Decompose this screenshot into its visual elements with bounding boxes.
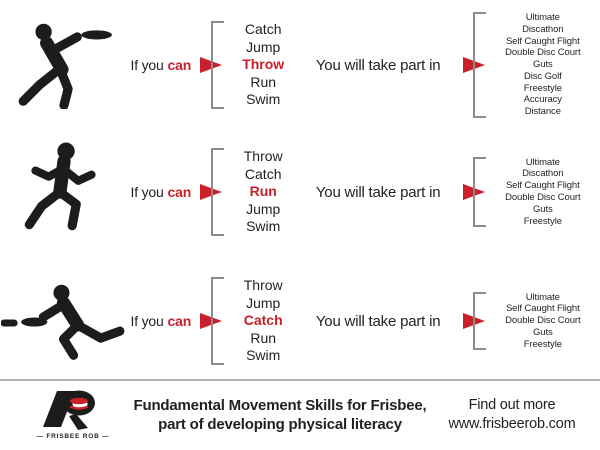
activity-item: Guts	[532, 326, 553, 338]
throw-figure-icon	[0, 21, 127, 109]
activity-item: Discathon	[522, 168, 564, 180]
activity-item: Double Disc Court	[505, 192, 581, 203]
bracket-icon	[210, 148, 224, 236]
take-part-text: You will take part in	[315, 56, 441, 74]
activity-item: Accuracy	[523, 94, 562, 106]
skill-item: Swim	[246, 91, 281, 108]
footer-title: Fundamental Movement Skills for Frisbee,…	[132, 396, 428, 434]
skill-item: Jump	[246, 38, 281, 55]
footer-title-line2: part of developing physical literacy	[158, 416, 402, 433]
activity-item: Ultimate	[525, 291, 560, 303]
skill-item: Run	[250, 73, 277, 90]
bracket-icon	[472, 156, 486, 228]
activity-item: Ultimate	[525, 156, 560, 168]
footer-title-line1: Fundamental Movement Skills for Frisbee,	[133, 397, 427, 414]
skill-item: Swim	[246, 218, 281, 235]
bracket-icon	[472, 11, 486, 119]
skill-item: Swim	[246, 347, 281, 364]
skill-item: Jump	[246, 200, 281, 217]
activity-item: Discathon	[522, 23, 564, 35]
skill-item: Catch	[244, 165, 282, 182]
activity-item: Double Disc Court	[505, 47, 581, 59]
can-text: can	[167, 184, 192, 200]
skill-item: Run	[249, 183, 277, 200]
bracket-icon	[210, 21, 224, 109]
activity-item: Self Caught Flight	[505, 180, 580, 192]
take-part-text: You will take part in	[315, 183, 441, 201]
bracket-icon	[472, 291, 486, 351]
activity-item: Self Caught Flight	[505, 303, 580, 315]
skill-item: Throw	[243, 148, 283, 165]
footer-divider	[0, 379, 600, 381]
if-you-text: If you	[130, 313, 164, 329]
footer: — FRISBEE ROB — Fundamental Movement Ski…	[0, 384, 600, 446]
find-out-more-text: Find out more	[468, 397, 556, 413]
if-you-text: If you	[130, 184, 164, 200]
activity-item: Freestyle	[523, 215, 562, 227]
activity-item: Guts	[532, 59, 553, 71]
can-text: can	[167, 57, 192, 73]
run-figure-icon	[0, 141, 127, 243]
skill-item: Run	[250, 329, 277, 346]
activity-item: Freestyle	[523, 338, 562, 350]
activity-item: Distance	[524, 106, 561, 118]
website-url-text: www.frisbeerob.com	[448, 416, 576, 432]
catch-figure-icon	[0, 280, 127, 362]
logo-r-icon	[43, 390, 95, 430]
activity-item: Disc Golf	[523, 70, 562, 82]
skill-item: Jump	[246, 294, 281, 311]
activity-item: Self Caught Flight	[505, 35, 580, 47]
bracket-icon	[210, 277, 224, 365]
can-text: can	[167, 313, 192, 329]
activity-item: Guts	[532, 203, 553, 215]
logo-caption: — FRISBEE ROB —	[36, 433, 110, 440]
take-part-text: You will take part in	[315, 312, 441, 330]
skill-item: Catch	[243, 312, 283, 329]
if-you-text: If you	[130, 57, 164, 73]
frisbee-rob-logo: — FRISBEE ROB —	[14, 390, 132, 440]
footer-cta: Find out more www.frisbeerob.com	[428, 396, 596, 434]
activity-item: Ultimate	[525, 11, 560, 23]
skill-item: Catch	[244, 21, 282, 38]
skill-item: Throw	[243, 277, 283, 294]
activity-item: Double Disc Court	[505, 315, 581, 327]
skill-item: Throw	[242, 56, 285, 73]
activity-item: Freestyle	[523, 82, 562, 94]
